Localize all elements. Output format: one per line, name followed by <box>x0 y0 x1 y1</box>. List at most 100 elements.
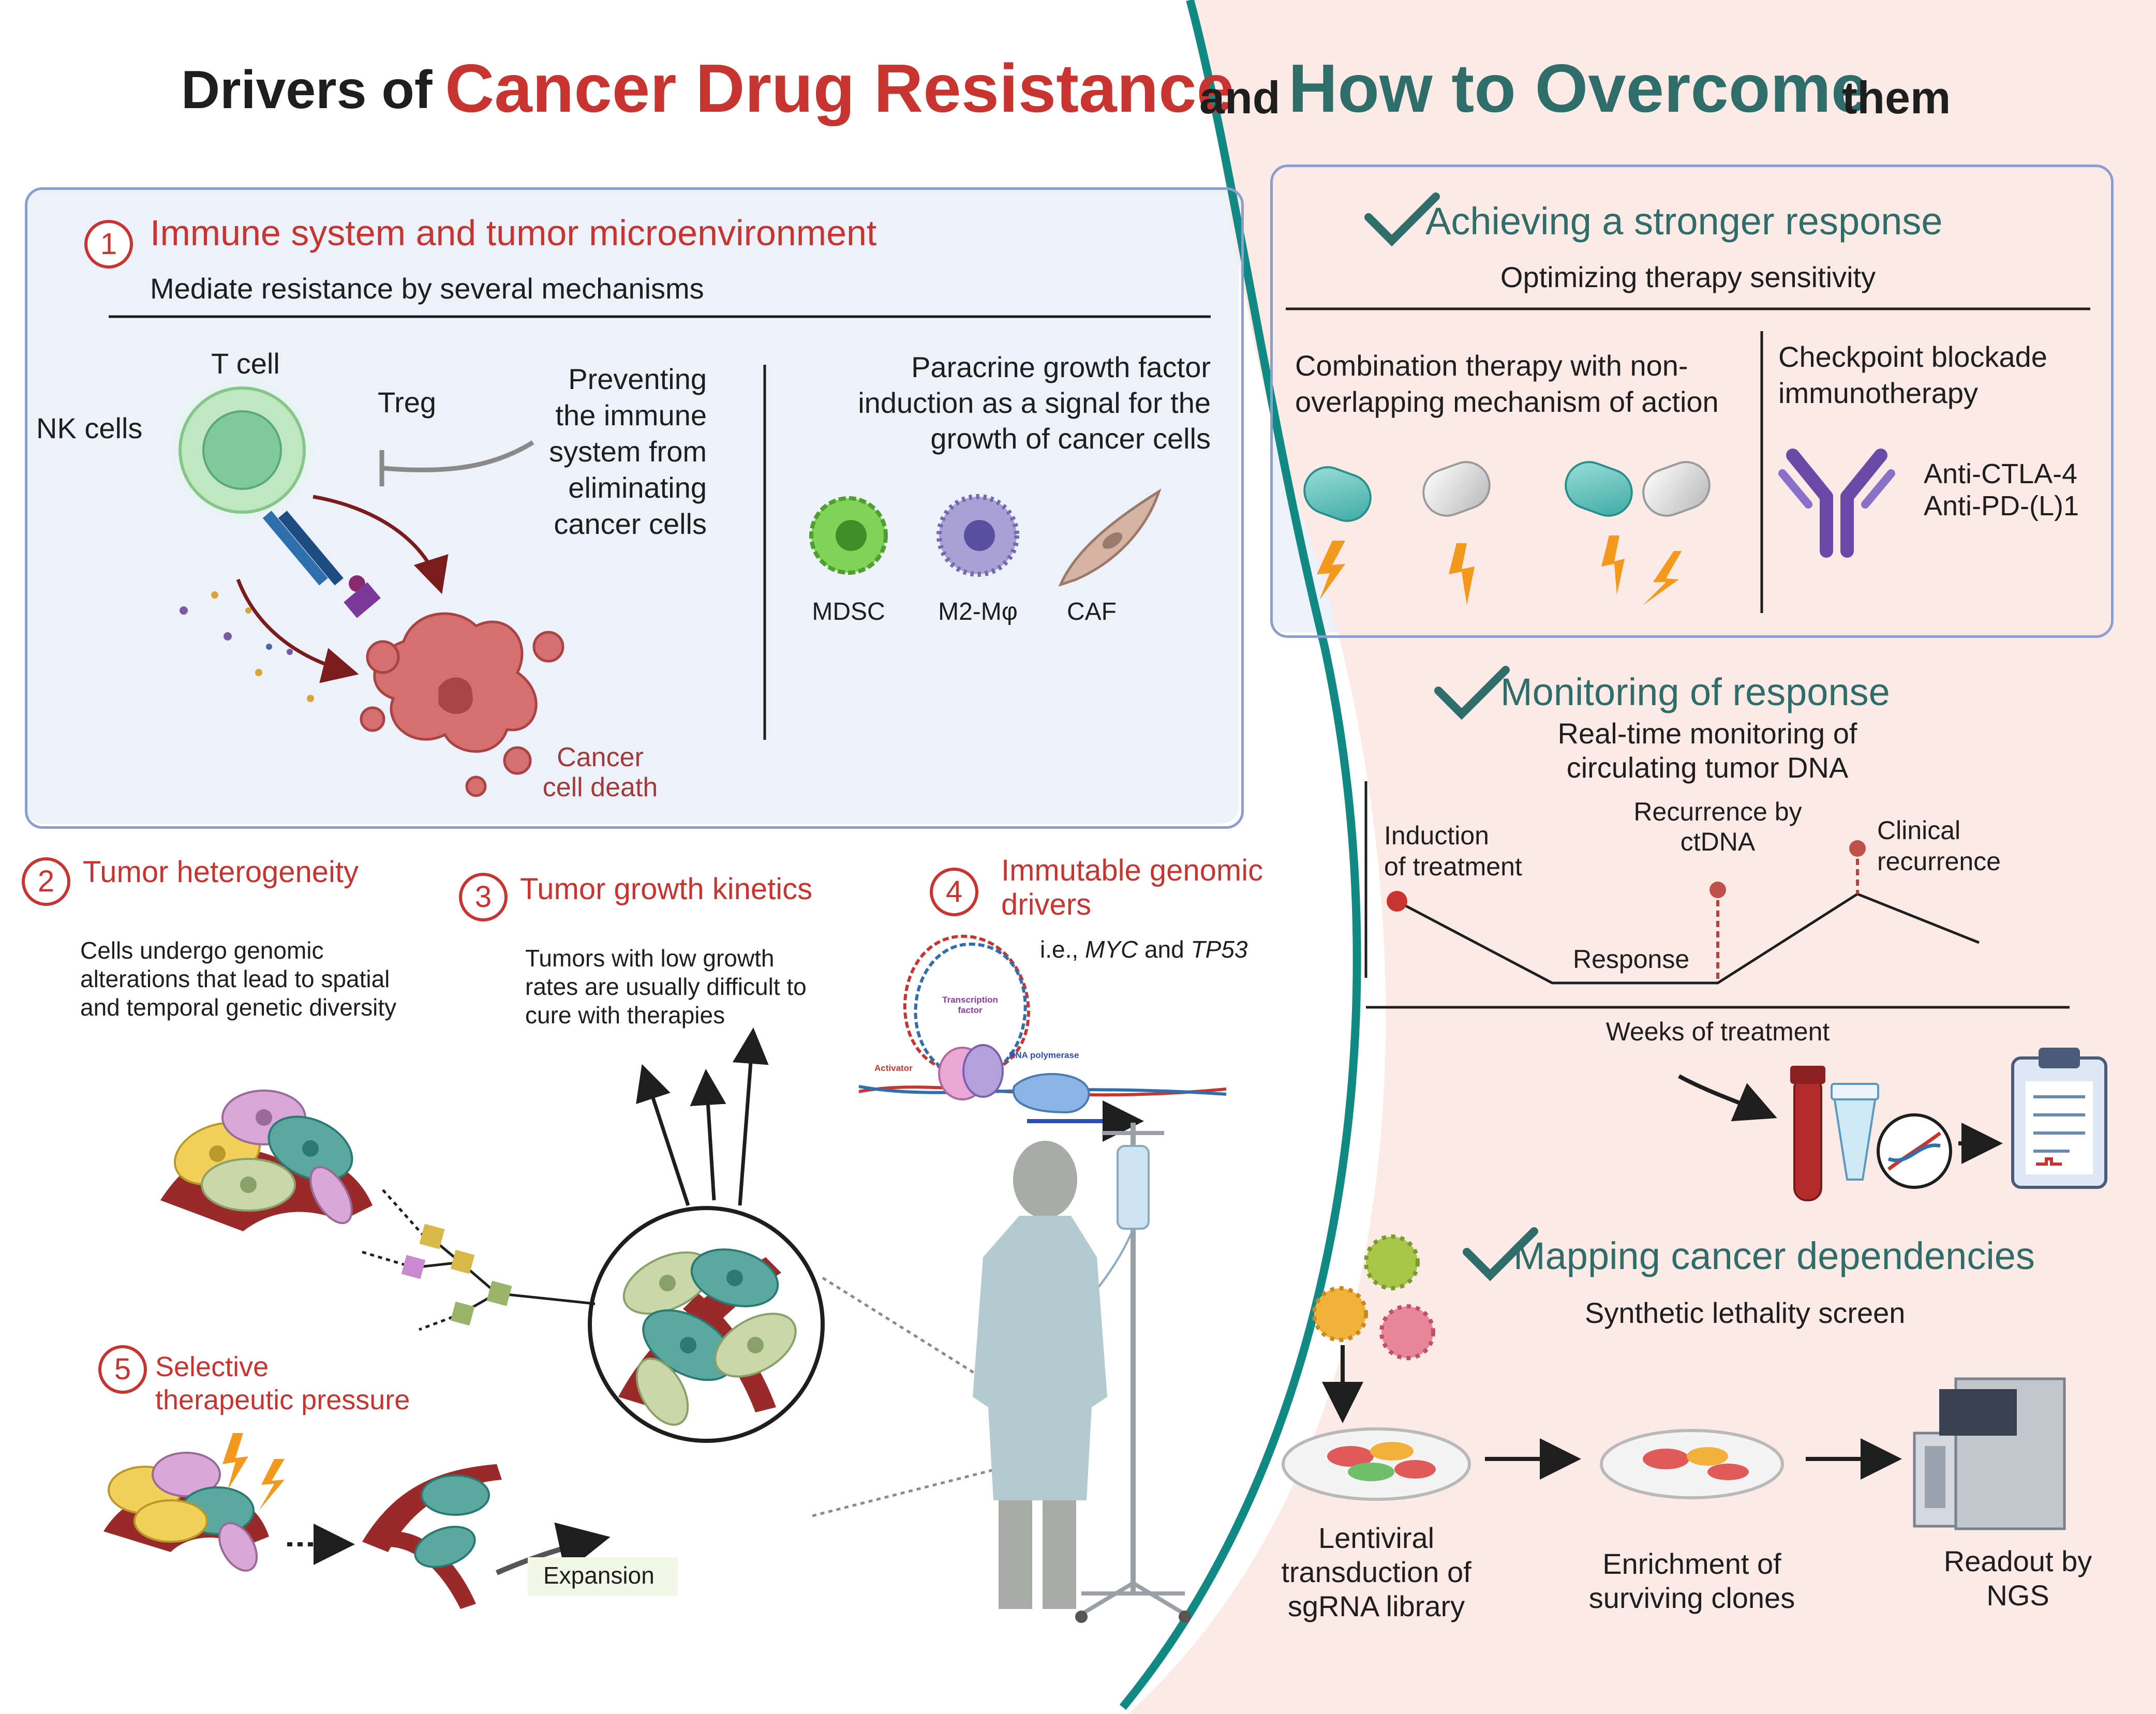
ctdna-curve <box>1396 892 1980 985</box>
capsule-white-icon <box>1422 461 1491 517</box>
clinical-recurrence-marker <box>1849 840 1866 857</box>
het-line-2: alterations that lead to spatial <box>80 965 390 992</box>
cancer-death-label: Cancer cell death <box>517 742 683 802</box>
m2-macrophage-icon <box>936 494 1019 577</box>
rna-polymerase-label: RNA polymerase <box>1009 1050 1079 1060</box>
heterogeneity-heading: Tumor heterogeneity <box>83 855 359 889</box>
kin-line-1: Tumors with low growth <box>525 945 775 972</box>
step3-line-2: NGS <box>1986 1579 2049 1612</box>
selective-heading: Selective therapeutic pressure <box>155 1350 410 1417</box>
recurrence-ctdna-label: Recurrence by ctDNA <box>1619 797 1816 857</box>
m2-label: M2-Mφ <box>938 598 1018 625</box>
stronger-heading: Achieving a stronger response <box>1425 200 1943 243</box>
tcr-receptor-icon <box>262 511 381 618</box>
mapping-heading: Mapping cancer dependencies <box>1513 1234 2035 1277</box>
paracrine-text: Paracrine growth factor induction as a s… <box>797 349 1211 456</box>
expansion-label: Expansion <box>543 1562 655 1589</box>
clonal-tree-icon <box>362 1189 596 1331</box>
combo-text: Combination therapy with non- overlappin… <box>1295 348 1719 420</box>
antibody-drugs: Anti-CTLA-4 Anti-PD-(L)1 <box>1924 458 2079 522</box>
step2-line-1: Enrichment of <box>1602 1547 1781 1580</box>
clinical-line-1: Clinical <box>1877 816 1961 845</box>
patient-iv-icon <box>973 1123 1191 1623</box>
step3-line-1: Readout by <box>1943 1545 2092 1577</box>
resistant-cluster-icon <box>362 1464 502 1609</box>
dna-magnifier-icon <box>1877 1113 1952 1189</box>
immune-subheading: Mediate resistance by several mechanisms <box>150 272 704 305</box>
tf-line-2: factor <box>958 1005 983 1015</box>
paracrine-line-1: Paracrine growth factor <box>911 351 1211 383</box>
petri-dish-2-icon <box>1600 1429 1784 1499</box>
tf-label: Transcription factor <box>931 995 1009 1016</box>
title-part-3: and <box>1199 72 1281 123</box>
combo-line-1: Combination therapy with non- <box>1295 349 1688 382</box>
mdsc-icon <box>809 496 888 575</box>
and-label: and <box>1144 936 1184 963</box>
step1-line-3: sgRNA library <box>1287 1590 1465 1622</box>
checkpoint-text: Checkpoint blockade immunotherapy <box>1778 339 2047 411</box>
activator-label: Activator <box>874 1063 913 1073</box>
preventing-line-1: Preventing <box>568 363 707 395</box>
nk-cells-label: NK cells <box>36 412 143 444</box>
kin-line-2: rates are usually difficult to <box>525 973 807 1000</box>
cancer-cell-death-icon <box>360 612 564 797</box>
step-lentiviral: Lentiviral transduction of sgRNA library <box>1262 1521 1490 1623</box>
induction-line-2: of treatment <box>1384 852 1522 881</box>
monitoring-heading: Monitoring of response <box>1500 670 1890 713</box>
capsule-white-icon-2 <box>1642 461 1711 517</box>
mdsc-label: MDSC <box>812 598 885 625</box>
kinetics-text: Tumors with low growth rates are usually… <box>525 944 807 1030</box>
title-part-2: Cancer Drug Resistance <box>445 50 1235 126</box>
combo-line-2: overlapping mechanism of action <box>1295 385 1719 418</box>
death-line-1: Cancer <box>557 742 644 772</box>
response-label: Response <box>1573 945 1690 974</box>
paracrine-line-3: growth of cancer cells <box>930 422 1211 455</box>
transcription-dna-icon <box>858 934 1227 1142</box>
section-number-1: 1 <box>84 220 133 269</box>
capsule-teal-icon <box>1303 466 1372 522</box>
gene-tp53: TP53 <box>1191 936 1248 963</box>
checkpoint-line-1: Checkpoint blockade <box>1778 340 2047 373</box>
virus-icons <box>1312 1234 1435 1360</box>
recurrence-line-2: ctDNA <box>1680 827 1756 856</box>
monitoring-subheading: Real-time monitoring of circulating tumo… <box>1490 717 1925 785</box>
immune-panel <box>25 187 1244 829</box>
pretreatment-cluster-icon <box>103 1452 269 1572</box>
antibody-icon <box>1778 449 1895 558</box>
section-number-5: 5 <box>98 1345 147 1394</box>
kinetics-heading: Tumor growth kinetics <box>520 872 813 906</box>
drug-pdl1: Anti-PD-(L)1 <box>1924 490 2079 521</box>
stronger-subheading: Optimizing therapy sensitivity <box>1500 261 1876 293</box>
genomic-example: i.e., MYC and TP53 <box>1040 935 1247 963</box>
induction-label: Induction of treatment <box>1384 820 1522 882</box>
petri-dish-1-icon <box>1282 1427 1471 1501</box>
genomic-line-2: drivers <box>1001 888 1092 921</box>
step-readout: Readout by NGS <box>1925 1544 2111 1613</box>
step-enrichment: Enrichment of surviving clones <box>1573 1547 1811 1615</box>
tumor-magnified-icon <box>588 1206 825 1443</box>
preventing-line-4: eliminating <box>568 471 707 504</box>
step1-line-1: Lentiviral <box>1318 1522 1435 1554</box>
preventing-line-2: the immune <box>555 399 707 431</box>
step2-line-2: surviving clones <box>1588 1582 1795 1614</box>
heterogeneity-text: Cells undergo genomic alterations that l… <box>80 936 396 1022</box>
eppendorf-tube-icon <box>1831 1083 1879 1181</box>
caf-icon <box>1058 488 1162 587</box>
divider-curve <box>1119 0 1361 1710</box>
induction-marker <box>1387 891 1407 912</box>
tf-line-1: Transcription <box>942 995 998 1005</box>
monitoring-sub-2: circulating tumor DNA <box>1566 751 1849 784</box>
induction-line-1: Induction <box>1384 821 1489 850</box>
section-number-2: 2 <box>22 857 70 906</box>
clipboard-report-icon <box>2011 1048 2107 1189</box>
kin-line-3: cure with therapies <box>525 1002 725 1029</box>
title-part-5: them <box>1842 72 1951 123</box>
step1-line-2: transduction of <box>1281 1556 1471 1588</box>
selective-line-1: Selective <box>155 1351 269 1382</box>
drug-ctla4: Anti-CTLA-4 <box>1924 458 2078 489</box>
caf-label: CAF <box>1067 598 1117 625</box>
pressure-lightning-icons <box>222 1433 285 1511</box>
section-number-3: 3 <box>459 873 508 921</box>
recurrence-ctdna-marker <box>1709 882 1726 898</box>
het-line-1: Cells undergo genomic <box>80 937 324 964</box>
